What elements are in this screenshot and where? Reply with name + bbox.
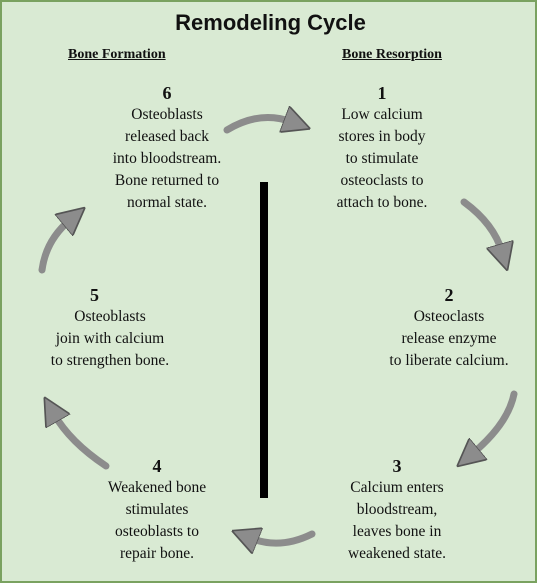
step-3-line: Calcium enters bbox=[350, 479, 444, 496]
step-6-number: 6 bbox=[162, 83, 172, 103]
step-5-line: join with calcium bbox=[55, 330, 165, 347]
bone-formation-heading: Bone Formation bbox=[68, 47, 166, 62]
step-2-line: to liberate calcium. bbox=[389, 352, 509, 369]
step-6-line: Bone returned to bbox=[114, 172, 220, 189]
step-3: 3 Calcium enters bloodstream, leaves bon… bbox=[322, 455, 472, 565]
step-6-line: released back bbox=[125, 128, 209, 145]
step-5-line: to strengthen bone. bbox=[50, 352, 170, 369]
step-5-number: 5 bbox=[90, 285, 99, 305]
step-5: 5 Osteoblasts join with calcium to stren… bbox=[20, 284, 200, 372]
step-2: 2 Osteoclasts release enzyme to liberate… bbox=[360, 284, 537, 372]
arrow-4-to-5-icon bbox=[54, 414, 110, 470]
step-2-line: release enzyme bbox=[401, 330, 497, 347]
step-4-line: Weakened bone bbox=[107, 479, 207, 496]
diagram-title: Remodeling Cycle bbox=[175, 10, 366, 35]
step-1-number: 1 bbox=[377, 83, 387, 103]
arrow-2-to-3-icon bbox=[472, 390, 518, 454]
step-1-line: Low calcium bbox=[341, 106, 423, 123]
step-2-number: 2 bbox=[444, 285, 454, 305]
step-4: 4 Weakened bone stimulates osteoblasts t… bbox=[82, 455, 232, 565]
step-3-number: 3 bbox=[392, 456, 402, 476]
step-1-line: attach to bone. bbox=[336, 194, 428, 211]
arrow-6-to-1-icon bbox=[223, 118, 292, 134]
step-6: 6 Osteoblasts released back into bloodst… bbox=[82, 82, 252, 214]
center-divider bbox=[260, 182, 268, 498]
step-6-line: Osteoblasts bbox=[131, 106, 203, 123]
step-4-line: stimulates bbox=[125, 501, 189, 518]
step-3-line: bloodstream, bbox=[356, 501, 438, 518]
step-6-line: into bloodstream. bbox=[112, 150, 222, 167]
step-2-line: Osteoclasts bbox=[413, 308, 485, 325]
step-1-line: osteoclasts to bbox=[340, 172, 424, 189]
step-5-line: Osteoblasts bbox=[74, 308, 146, 325]
step-1: 1 Low calcium stores in body to stimulat… bbox=[307, 82, 457, 214]
step-6-line: normal state. bbox=[126, 194, 208, 211]
step-4-line: osteoblasts to bbox=[115, 523, 199, 540]
bone-resorption-heading: Bone Resorption bbox=[342, 47, 442, 62]
step-3-line: weakened state. bbox=[347, 545, 447, 562]
step-1-line: to stimulate bbox=[345, 150, 419, 167]
arrow-3-to-4-icon bbox=[250, 534, 316, 543]
step-4-line: repair bone. bbox=[119, 545, 195, 562]
step-1-line: stores in body bbox=[338, 128, 426, 145]
arrow-5-to-6-icon bbox=[38, 220, 70, 274]
arrow-1-to-2-icon bbox=[460, 198, 502, 252]
step-4-number: 4 bbox=[152, 456, 162, 476]
step-3-line: leaves bone in bbox=[352, 523, 442, 540]
